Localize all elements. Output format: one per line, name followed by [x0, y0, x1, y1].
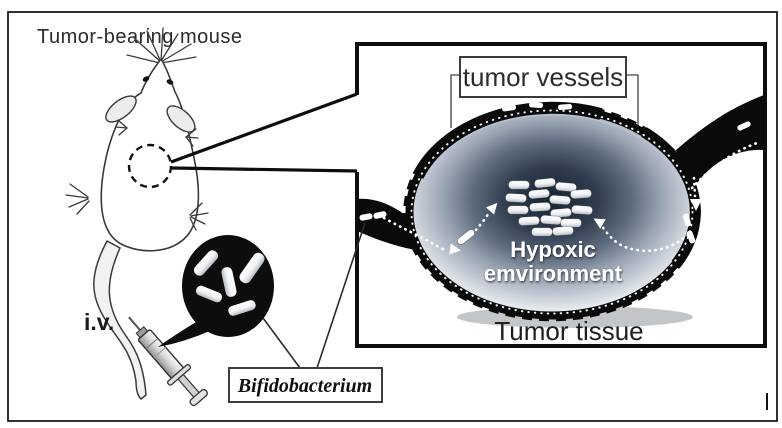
- vessel-left-tube: [357, 198, 416, 250]
- bacterium-rod: [528, 101, 544, 109]
- flow-arrowheads: [449, 199, 702, 255]
- bacterium-rod: [686, 230, 696, 244]
- bacterium-rod: [193, 250, 219, 276]
- bifidobacterium-label: Bifidobacterium: [237, 375, 372, 397]
- bacterium-rod: [359, 213, 373, 221]
- bacterium-rod: [505, 193, 527, 203]
- flow-arrowhead-up-right: [485, 202, 498, 215]
- tumor-vessels-label: tumor vessels: [463, 62, 623, 92]
- vessel-right-tube: [676, 95, 764, 195]
- syringe-thumb-rest: [189, 388, 208, 407]
- zoom-line-upper: [170, 92, 358, 164]
- syringe-needle: [128, 316, 142, 332]
- vessel-bacteria-rods: [359, 101, 751, 244]
- bacterium-rod: [737, 121, 751, 131]
- bacteria-bubble: [158, 235, 274, 347]
- mouse-ear-left: [105, 95, 137, 123]
- flow-arrowhead-mid: [449, 243, 461, 255]
- bacterium-rod: [239, 252, 265, 284]
- migrating-bacterium-rod: [457, 229, 475, 245]
- bacterium-rod: [555, 181, 577, 193]
- mouse-whiskers: [126, 27, 197, 64]
- ellipse-rim-highlight: [423, 114, 681, 180]
- bacterium-rod: [534, 177, 556, 189]
- flow-arrowhead-left: [593, 218, 606, 229]
- mouse-paws: [65, 119, 209, 231]
- bacterium-rod: [508, 180, 530, 190]
- bacterium-rod: [560, 218, 582, 228]
- hypoxic-label-line2: emvironment: [484, 261, 623, 286]
- figure-title: Tumor-bearing mouse: [37, 26, 243, 48]
- bifidobacterium-label-box: [228, 367, 383, 403]
- syringe-icon: [128, 316, 208, 407]
- bacterium-rod: [228, 300, 256, 316]
- dotted-arrow-right: [600, 224, 690, 253]
- dotted-arrow-left-b: [474, 209, 492, 232]
- iv-label: i.v.: [84, 309, 114, 335]
- bacterium-rod: [540, 214, 562, 226]
- bacterium-rod: [518, 216, 540, 226]
- connector-line-vessel: [316, 222, 366, 369]
- bacterium-rod: [557, 103, 573, 111]
- bacterium-rod: [373, 211, 387, 219]
- dotted-line-right-tube: [690, 140, 762, 190]
- ring-dotted-line: [410, 109, 694, 315]
- bacterium-rod: [221, 267, 237, 297]
- vessel-bracket-left: [450, 74, 460, 128]
- mouse-eye-left: [142, 76, 150, 82]
- bacteria-cluster: [505, 177, 593, 237]
- bacterium-rod: [571, 204, 593, 216]
- dotted-flow-paths: [382, 140, 762, 253]
- hypoxic-label-line1: Hypoxic: [510, 237, 596, 262]
- dotted-arrow-left-a: [382, 216, 450, 252]
- tumor-box-border: [355, 42, 767, 348]
- bacterium-rod: [570, 188, 592, 200]
- tumor-vessels-label-box: [459, 56, 627, 98]
- bacterium-rod: [531, 227, 553, 237]
- bubble-bacteria-rods: [193, 250, 265, 316]
- bacterium-rod: [552, 225, 574, 237]
- mouse-eye-right: [166, 79, 174, 85]
- bacterium-rod: [528, 188, 550, 200]
- mouse-tail: [93, 239, 147, 401]
- bacterium-rod: [683, 213, 691, 227]
- connector-line-bubble: [262, 317, 301, 369]
- tumor-tissue-box: Hypoxic emvironment tumor vessels Tumor …: [355, 42, 767, 348]
- bacterium-rod: [195, 285, 223, 303]
- bacterium-rod: [529, 202, 551, 212]
- flow-arrowhead-down: [690, 199, 702, 211]
- bubble-tail: [158, 322, 212, 347]
- bacterium-rod: [507, 205, 529, 215]
- zoom-line-lower: [171, 166, 358, 173]
- tumor-site-circle: [127, 143, 173, 189]
- tumor-tissue-label: Tumor tissue: [494, 316, 643, 346]
- bacterium-rod: [502, 104, 516, 112]
- bacterium-rod: [550, 207, 572, 219]
- bacterium-rod: [549, 194, 571, 206]
